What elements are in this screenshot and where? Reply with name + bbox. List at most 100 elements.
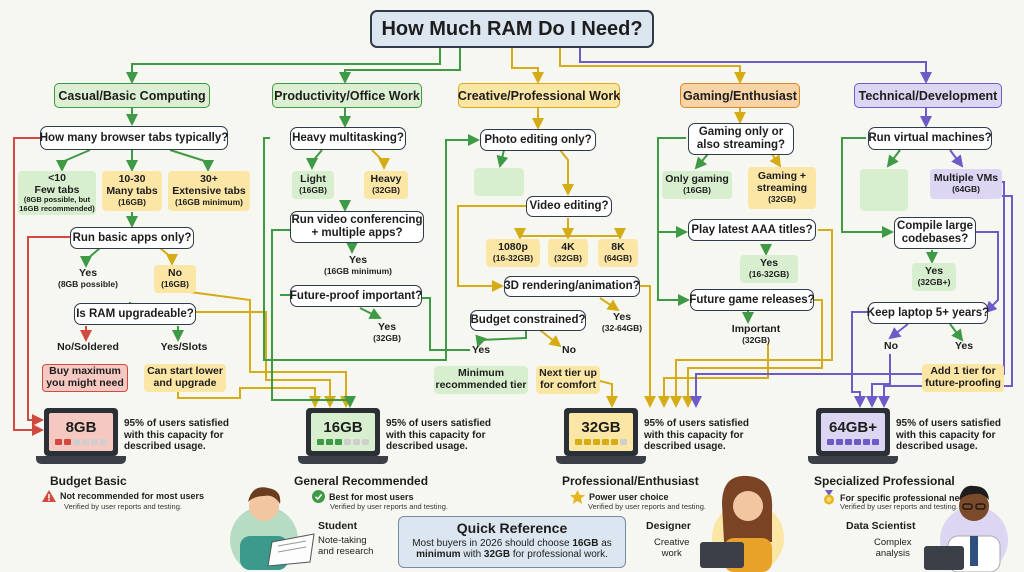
capacity-bar-segment xyxy=(836,439,843,445)
creative-answer-budget-yes: Yes xyxy=(471,344,491,357)
productivity-option-heavy: Heavy(32GB) xyxy=(364,171,408,199)
capacity-bar-segment xyxy=(611,439,618,445)
capacity-bar-segment xyxy=(344,439,351,445)
creative-question-photo-editing: Photo editing only? xyxy=(480,129,596,151)
star-icon xyxy=(570,490,585,504)
casual-option-many-tabs: 10-30 Many tabs (16GB) xyxy=(102,171,162,211)
technical-answer-vm-yes xyxy=(860,169,908,211)
casual-option-few-tabs: <10 Few tabs (8GB possible, but 16GB rec… xyxy=(18,171,96,215)
laptop-tier-32gb: 32GB xyxy=(556,408,646,466)
gaming-answer-important: Important(32GB) xyxy=(731,323,781,346)
capacity-bar-segment xyxy=(100,439,107,445)
tier-capacity: 32GB xyxy=(581,419,621,436)
casual-option-extensive-tabs: 30+ Extensive tabs (16GB minimum) xyxy=(168,171,250,211)
capacity-bars xyxy=(827,439,879,445)
warning-icon xyxy=(42,490,56,502)
option-line: Extensive tabs xyxy=(172,185,246,198)
casual-answer-soldered: No/Soldered xyxy=(57,341,119,354)
capacity-bar-segment xyxy=(602,439,609,445)
data-scientist-illustration xyxy=(924,485,1008,572)
casual-question-upgradeable: Is RAM upgradeable? xyxy=(74,303,196,325)
persona-student-title: Student xyxy=(318,520,358,532)
productivity-question-future-proof: Future-proof important? xyxy=(290,285,422,307)
capacity-bar-segment xyxy=(317,439,324,445)
laptop-base xyxy=(36,456,126,464)
capacity-bar-segment xyxy=(326,439,333,445)
laptop-screen: 8GB xyxy=(44,408,118,456)
tier-badge: Best for most users xyxy=(312,490,414,503)
medal-icon xyxy=(822,490,836,505)
productivity-answer-yes-32gb: Yes(32GB) xyxy=(373,321,401,344)
capacity-bars xyxy=(575,439,627,445)
persona-designer-title: Designer xyxy=(646,520,691,532)
creative-question-video-editing: Video editing? xyxy=(526,196,612,217)
tier-badge-text: For specific professional needs xyxy=(840,492,976,503)
category-technical: Technical/Development xyxy=(854,83,1002,108)
laptop-tier-16gb: 16GB xyxy=(298,408,388,466)
gaming-question-future-releases: Future game releases? xyxy=(689,289,815,311)
tier-satisfaction-text: 95% of users satisfied with this capacit… xyxy=(896,418,1002,452)
capacity-bar-segment xyxy=(863,439,870,445)
creative-option-1080p: 1080p(16-32GB) xyxy=(486,239,540,267)
option-line: <10 xyxy=(48,171,66,184)
capacity-bar-segment xyxy=(73,439,80,445)
laptop-base xyxy=(298,456,388,464)
capacity-bar-segment xyxy=(353,439,360,445)
category-gaming: Gaming/Enthusiast xyxy=(680,83,800,108)
laptop-tier-8gb: 8GB xyxy=(36,408,126,466)
tier-verified-note: Verified by user reports and testing. xyxy=(330,502,448,511)
technical-answer-keep-no: No xyxy=(884,340,898,353)
productivity-option-light: Light(16GB) xyxy=(292,171,334,199)
capacity-bar-segment xyxy=(64,439,71,445)
tier-capacity: 16GB xyxy=(323,419,363,436)
tier-satisfaction-text: 95% of users satisfied with this capacit… xyxy=(386,418,492,452)
creative-option-8k: 8K(64GB) xyxy=(598,239,638,267)
gaming-question-aaa-titles: Play latest AAA titles? xyxy=(688,219,816,241)
tier-verified-note: Verified by user reports and testing. xyxy=(64,502,182,511)
tier-capacity: 8GB xyxy=(65,419,97,436)
persona-data-scientist-title: Data Scientist xyxy=(846,520,916,532)
capacity-bar-segment xyxy=(335,439,342,445)
capacity-bar-segment xyxy=(82,439,89,445)
option-note: (16GB) xyxy=(118,196,146,207)
capacity-bar-segment xyxy=(584,439,591,445)
technical-option-multiple-vms: Multiple VMs(64GB) xyxy=(930,169,1002,199)
tier-verified-note: Verified by user reports and testing. xyxy=(588,502,706,511)
category-creative: Creative/Professional Work xyxy=(458,83,620,108)
casual-question-basic-apps: Run basic apps only? xyxy=(70,227,194,249)
quick-reference-title: Quick Reference xyxy=(456,520,568,536)
creative-question-3d-rendering: 3D rendering/animation? xyxy=(504,276,640,297)
laptop-base xyxy=(808,456,898,464)
option-note: (16GB minimum) xyxy=(174,196,243,207)
tier-badge: For specific professional needs xyxy=(822,490,975,505)
capacity-bar-segment xyxy=(845,439,852,445)
tier-satisfaction-text: 95% of users satisfied with this capacit… xyxy=(124,418,230,452)
capacity-bar-segment xyxy=(827,439,834,445)
tier-badge-text: Not recommended for most users xyxy=(60,491,205,501)
laptop-screen: 16GB xyxy=(306,408,380,456)
quick-reference-box: Quick Reference Most buyers in 2026 shou… xyxy=(398,516,626,568)
capacity-bar-segment xyxy=(575,439,582,445)
option-line: Few tabs xyxy=(34,183,80,196)
tier-verified-note: Verified by user reports and testing. xyxy=(840,502,958,511)
technical-question-keep-laptop: Keep laptop 5+ years? xyxy=(867,302,989,324)
designer-illustration xyxy=(700,475,784,572)
quick-reference-line-2: minimum with 32GB for professional work. xyxy=(416,549,608,560)
category-casual: Casual/Basic Computing xyxy=(54,83,210,108)
casual-question-tabs: How many browser tabs typically? xyxy=(40,126,228,150)
productivity-question-video-conferencing: Run video conferencing+ multiple apps? xyxy=(290,211,424,243)
tier-name: Budget Basic xyxy=(50,474,127,488)
tier-name: Specialized Professional xyxy=(814,474,955,488)
student-illustration xyxy=(230,487,315,570)
option-note: (8GB possible, but 16GB recommended) xyxy=(19,195,95,213)
laptop-base xyxy=(556,456,646,464)
option-line: 30+ xyxy=(200,173,218,186)
laptop-tier-64gb-plus: 64GB+ xyxy=(808,408,898,466)
